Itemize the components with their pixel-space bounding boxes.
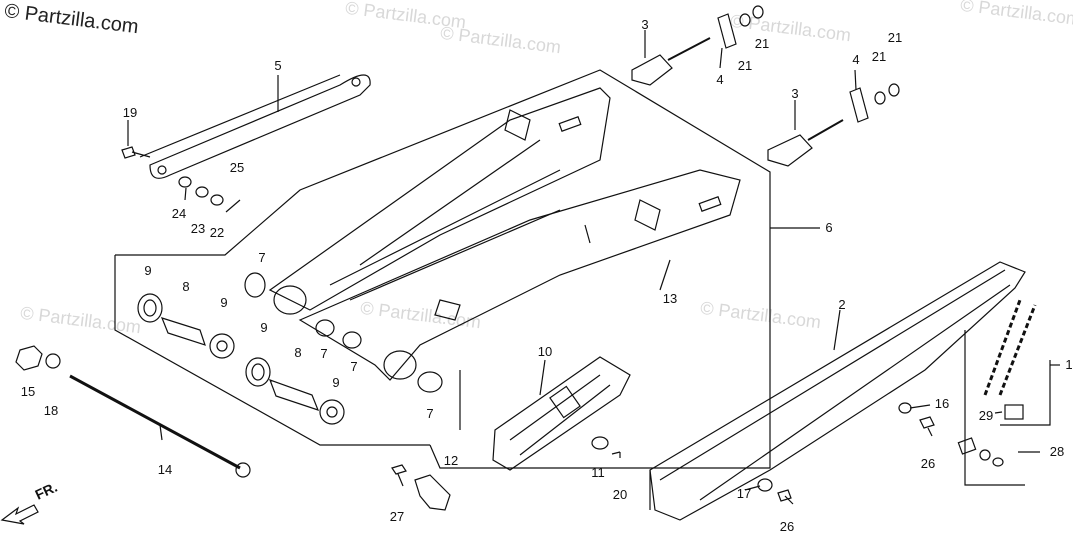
callout-10: 10 (537, 344, 553, 359)
callout-21: 21 (754, 36, 770, 51)
callout-18: 18 (43, 403, 59, 418)
callout-1: 1 (1065, 357, 1073, 372)
callout-28: 28 (1049, 444, 1065, 459)
callout-8: 8 (182, 279, 190, 294)
callout-17: 17 (736, 486, 752, 501)
pivot-bolt (69, 374, 241, 470)
callout-20: 20 (612, 487, 628, 502)
callout-21: 21 (887, 30, 903, 45)
chain-adjuster-left (631, 54, 673, 86)
callout-27: 27 (389, 509, 405, 524)
callout-7: 7 (350, 359, 358, 374)
drive-chain (983, 299, 1037, 396)
callout-21: 21 (871, 49, 887, 64)
callout-21: 21 (737, 58, 753, 73)
callout-3: 3 (791, 86, 799, 101)
callout-23: 23 (190, 221, 206, 236)
chain-slider (492, 356, 631, 471)
callout-8: 8 (294, 345, 302, 360)
callout-7: 7 (426, 406, 434, 421)
stay-bar (149, 74, 371, 179)
callout-9: 9 (220, 295, 228, 310)
swingarm-body (268, 87, 611, 311)
callout-14: 14 (157, 462, 173, 477)
callout-16: 16 (934, 396, 950, 411)
callout-2: 2 (838, 297, 846, 312)
callout-26: 26 (779, 519, 795, 534)
callout-5: 5 (274, 58, 282, 73)
callout-9: 9 (332, 375, 340, 390)
callout-7: 7 (258, 250, 266, 265)
callout-24: 24 (171, 206, 187, 221)
callout-4: 4 (852, 52, 860, 67)
callout-3: 3 (641, 17, 649, 32)
callout-4: 4 (716, 72, 724, 87)
callout-19: 19 (122, 105, 138, 120)
bolt-19 (121, 146, 151, 159)
callout-13: 13 (662, 291, 678, 306)
front-direction-arrow (0, 504, 39, 525)
swingarm-group-outline (115, 69, 771, 469)
callout-29: 29 (978, 408, 994, 423)
callout-22: 22 (209, 225, 225, 240)
callout-9: 9 (144, 263, 152, 278)
callout-6: 6 (825, 220, 833, 235)
callout-26: 26 (920, 456, 936, 471)
front-label: FR. (33, 479, 60, 503)
callout-25: 25 (229, 160, 245, 175)
chain-case (649, 261, 1026, 521)
swingarm-group-outline-left (114, 255, 430, 446)
callout-11: 11 (591, 465, 605, 480)
chain-adjuster-right (767, 134, 813, 167)
callout-15: 15 (20, 384, 36, 399)
callout-9: 9 (260, 320, 268, 335)
callout-7: 7 (320, 346, 328, 361)
callout-12: 12 (443, 453, 459, 468)
